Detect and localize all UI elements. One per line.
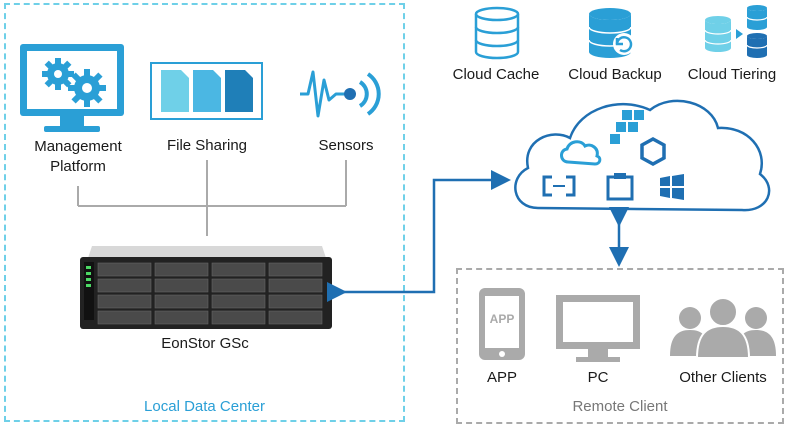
- cloud-cache-icon: [474, 6, 520, 60]
- other-clients-icon: [670, 297, 776, 359]
- eonstor-label: EonStor GSc: [161, 335, 249, 352]
- remote-client-box: [456, 268, 784, 424]
- eonstor-storage-icon: [80, 246, 332, 329]
- app-label: APP: [486, 369, 517, 386]
- cloud-tiering-icon: [704, 5, 768, 58]
- cloud-cache-label: Cloud Cache: [452, 66, 540, 83]
- file-sharing-label: File Sharing: [166, 137, 248, 154]
- app-screen-text: APP: [489, 312, 515, 326]
- file-sharing-icon: [150, 62, 263, 120]
- cloud-shape: [514, 99, 771, 212]
- cloud-backup-label: Cloud Backup: [568, 66, 662, 83]
- sensors-icon: [300, 70, 381, 118]
- cloud-backup-icon: [588, 8, 635, 58]
- management-platform-icon: [20, 44, 124, 132]
- sensors-label: Sensors: [318, 137, 374, 154]
- management-label-line2: Platform: [50, 158, 106, 175]
- management-label-line1: Management: [34, 138, 122, 155]
- local-data-center-title: Local Data Center: [144, 398, 265, 415]
- pc-label: PC: [587, 369, 609, 386]
- remote-client-title: Remote Client: [572, 398, 668, 415]
- management-platform-label: Management Platform: [10, 137, 146, 177]
- pc-monitor-icon: [556, 295, 640, 362]
- other-clients-label: Other Clients: [679, 369, 767, 386]
- app-phone-icon: [479, 288, 525, 360]
- cloud-tiering-label: Cloud Tiering: [687, 66, 777, 83]
- storage-cloud-connector: [327, 170, 511, 302]
